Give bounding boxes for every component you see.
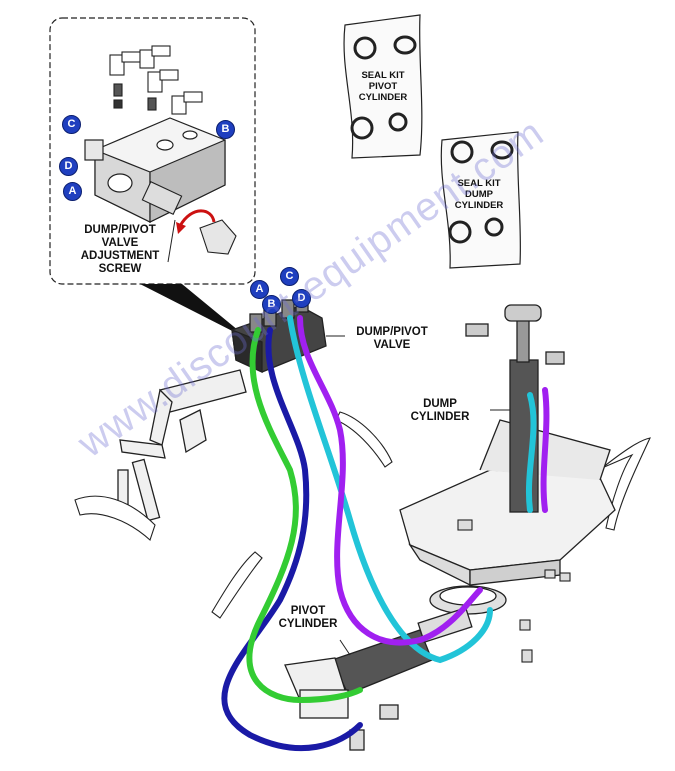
- inset-fittings: [109, 45, 203, 115]
- main-port-c-badge: C: [280, 267, 299, 286]
- hose-wraps: [74, 411, 651, 619]
- seal-kit-pivot-label: SEAL KIT PIVOT CYLINDER: [352, 70, 414, 103]
- dump-frame: [399, 419, 616, 615]
- pivot-cylinder-label-line-2: CYLINDER: [278, 618, 338, 630]
- leader-lines: [326, 335, 510, 656]
- pivot-cylinder-label: PIVOT CYLINDER: [268, 605, 348, 631]
- main-port-b-badge: B: [262, 295, 281, 314]
- seal-kit-pivot-label-line-3: CYLINDER: [358, 92, 408, 103]
- lever-linkage: [117, 369, 247, 522]
- seal-kit-dump-label: SEAL KIT DUMP CYLINDER: [448, 178, 510, 211]
- dump-cylinder-label: DUMP CYLINDER: [400, 398, 480, 424]
- seal-kit-dump-label-line-3: CYLINDER: [454, 200, 504, 211]
- hose-a: [246, 327, 363, 704]
- misc-fittings: [457, 519, 571, 663]
- seal-kit-dump-label-line-2: DUMP: [465, 189, 493, 200]
- seal-kit-dump-label-line-1: SEAL KIT: [457, 178, 501, 189]
- dump-pivot-valve-label: DUMP/PIVOT VALVE: [352, 326, 432, 352]
- pivot-cylinder-label-line-1: PIVOT: [290, 605, 326, 617]
- inset-port-a-badge: A: [63, 182, 82, 201]
- inset-port-d-badge: D: [59, 157, 78, 176]
- hose-b: [221, 327, 363, 751]
- main-port-a-badge: A: [250, 280, 269, 299]
- main-port-d-badge: D: [292, 289, 311, 308]
- seal-kit-pivot-label-line-2: PIVOT: [368, 81, 398, 92]
- seal-kit-pivot-label-line-1: SEAL KIT: [361, 70, 405, 81]
- adjustment-screw-label-line-1: DUMP/PIVOT: [84, 224, 156, 236]
- adjustment-screw: [141, 181, 237, 263]
- inset-valve-block: [84, 117, 226, 223]
- seal-kit-dump-bag: [440, 131, 522, 269]
- adjustment-screw-label-line-3: ADJUSTMENT: [80, 250, 160, 262]
- callout-pointer: [140, 284, 250, 340]
- adjustment-screw-label-line-2: VALVE: [101, 237, 139, 249]
- adjustment-screw-label-line-4: SCREW: [98, 263, 142, 275]
- hose-d: [297, 315, 550, 646]
- inset-port-c-badge: C: [62, 115, 81, 134]
- inset-port-b-badge: B: [216, 120, 235, 139]
- dump-cylinder-label-line-1: DUMP: [423, 398, 457, 410]
- dump-pivot-valve-label-line-1: DUMP/PIVOT: [356, 326, 428, 338]
- hose-c: [287, 315, 537, 664]
- seal-kit-pivot-bag: [343, 14, 423, 159]
- adjustment-screw-label: DUMP/PIVOT VALVE ADJUSTMENT SCREW: [70, 224, 170, 276]
- dump-pivot-valve-label-line-2: VALVE: [373, 339, 411, 351]
- hoses: [221, 315, 550, 751]
- dump-cylinder-label-line-2: CYLINDER: [410, 411, 470, 423]
